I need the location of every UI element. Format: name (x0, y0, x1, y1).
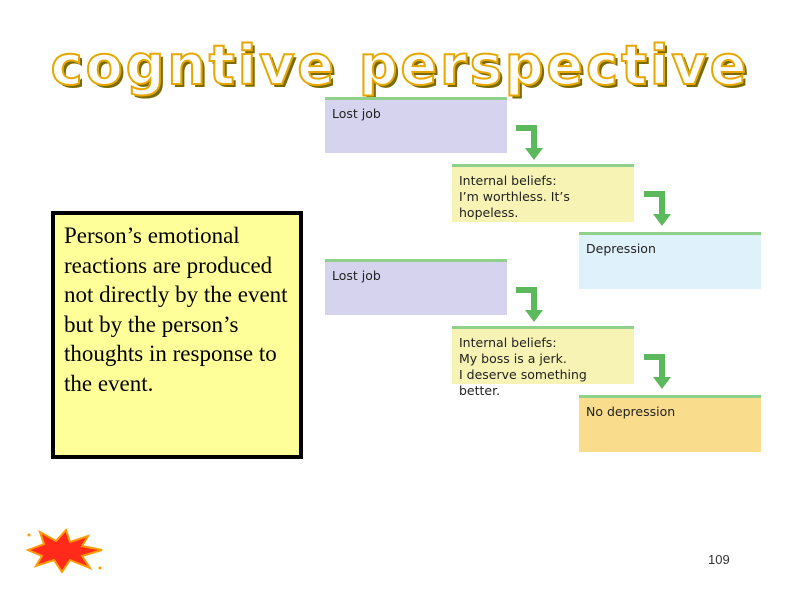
arrow-down-right-icon (516, 287, 543, 322)
flow-top-belief-box: Internal beliefs: I’m worthless. It’s ho… (452, 164, 634, 222)
arrow-down-right-icon (516, 125, 543, 160)
flow-top-belief-heading: Internal beliefs: (459, 173, 557, 188)
flow-top-event-label: Lost job (332, 106, 381, 121)
flow-bottom-belief-line: I deserve something better. (459, 367, 587, 398)
flow-bottom-belief-box: Internal beliefs: My boss is a jerk. I d… (452, 326, 634, 398)
flow-bottom-belief-heading: Internal beliefs: (459, 335, 557, 350)
flow-bottom-outcome-label: No depression (586, 404, 676, 419)
flow-bottom-event-box: Lost job (325, 259, 507, 315)
flow-top-belief-line: I’m worthless. It’s hopeless. (459, 189, 570, 220)
page-number: 109 (708, 552, 730, 567)
starburst-icon (25, 528, 103, 574)
arrow-down-right-icon (644, 191, 671, 226)
flow-top-outcome-box: Depression (579, 232, 761, 289)
flow-bottom-outcome-box: No depression (579, 395, 761, 452)
flow-bottom-belief-line: My boss is a jerk. (459, 351, 567, 366)
flow-bottom-event-label: Lost job (332, 268, 381, 283)
flow-top-outcome-label: Depression (586, 241, 656, 256)
description-box: Person’s emotional reactions are produce… (51, 211, 303, 459)
flow-top-event-box: Lost job (325, 97, 507, 153)
description-text: Person’s emotional reactions are produce… (64, 223, 288, 396)
arrow-down-right-icon (644, 354, 671, 389)
slide-title: cogntive perspective (50, 33, 750, 98)
